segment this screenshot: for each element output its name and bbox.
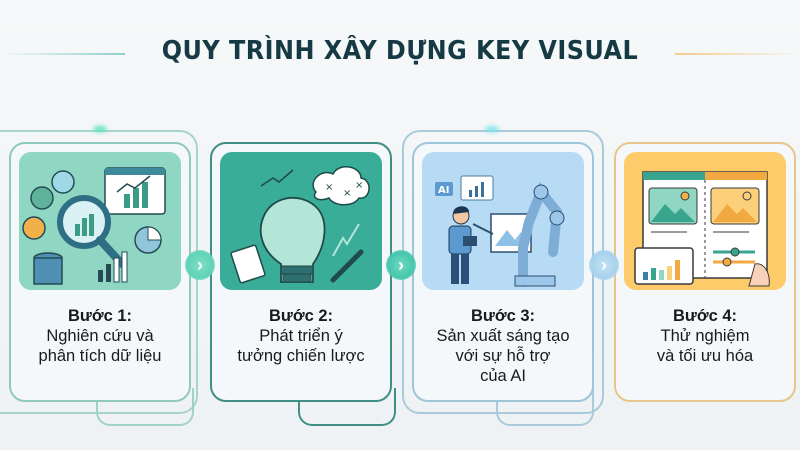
- step-4-caption: Bước 4: Thử nghiệm và tối ưu hóa: [616, 306, 794, 366]
- step-1-tab: [96, 388, 194, 426]
- step-card-4: Bước 4: Thử nghiệm và tối ưu hóa: [614, 142, 796, 402]
- step-1-caption: Bước 1: Nghiên cứu và phân tích dữ liệu: [11, 306, 189, 366]
- step-2-line-2: tưởng chiến lược: [237, 347, 365, 365]
- step-2-line-1: Phát triển ý: [259, 327, 343, 345]
- header: QUY TRÌNH XÂY DỰNG KEY VISUAL: [0, 32, 800, 72]
- step-3-caption: Bước 3: Sản xuất sáng tạo với sự hỗ trợ …: [414, 306, 592, 386]
- data-analysis-magnifier-icon: [19, 152, 181, 290]
- step-3-line-3: của AI: [480, 367, 526, 385]
- step-4-line-2: và tối ưu hóa: [656, 347, 754, 365]
- step-2-caption: Bước 2: Phát triển ý tưởng chiến lược: [212, 306, 390, 366]
- step-3-tab: [496, 388, 594, 426]
- step-3-label: Bước 3:: [470, 307, 536, 325]
- step-1-label: Bước 1:: [67, 307, 133, 325]
- svg-text:×: ×: [325, 182, 333, 193]
- designer-robot-arm-icon: AI: [422, 152, 584, 290]
- svg-text:AI: AI: [438, 185, 449, 196]
- glow-dot-1: [93, 126, 107, 132]
- next-arrow-1: ›: [185, 250, 215, 280]
- glow-dot-3: [485, 126, 499, 132]
- svg-text:×: ×: [355, 180, 363, 191]
- step-card-3: AI Bước 3: Sản xuất sáng tạo với sự hỗ t…: [412, 142, 594, 402]
- lightbulb-strategy-icon: × × ×: [220, 152, 382, 290]
- step-4-label: Bước 4:: [672, 307, 738, 325]
- title-divider-right: [675, 53, 800, 55]
- step-3-line-1: Sản xuất sáng tạo: [436, 327, 570, 345]
- ab-test-optimization-icon: [624, 152, 786, 290]
- chevron-right-icon: ›: [601, 254, 607, 275]
- step-1-line-1: Nghiên cứu và: [46, 327, 154, 345]
- step-card-1: Bước 1: Nghiên cứu và phân tích dữ liệu: [9, 142, 191, 402]
- chevron-right-icon: ›: [398, 254, 404, 275]
- step-2-tab: [298, 388, 396, 426]
- next-arrow-2: ›: [386, 250, 416, 280]
- next-arrow-3: ›: [589, 250, 619, 280]
- page-title: QUY TRÌNH XÂY DỰNG KEY VISUAL: [161, 36, 639, 66]
- svg-text:×: ×: [343, 188, 351, 199]
- chevron-right-icon: ›: [197, 254, 203, 275]
- title-divider-left: [0, 53, 125, 55]
- step-3-line-2: với sự hỗ trợ: [455, 347, 551, 365]
- step-card-2: × × × Bước 2: Phát triển ý tưởng chiến l…: [210, 142, 392, 402]
- step-1-line-2: phân tích dữ liệu: [38, 347, 162, 365]
- step-4-line-1: Thử nghiệm: [660, 327, 750, 345]
- step-2-label: Bước 2:: [268, 307, 334, 325]
